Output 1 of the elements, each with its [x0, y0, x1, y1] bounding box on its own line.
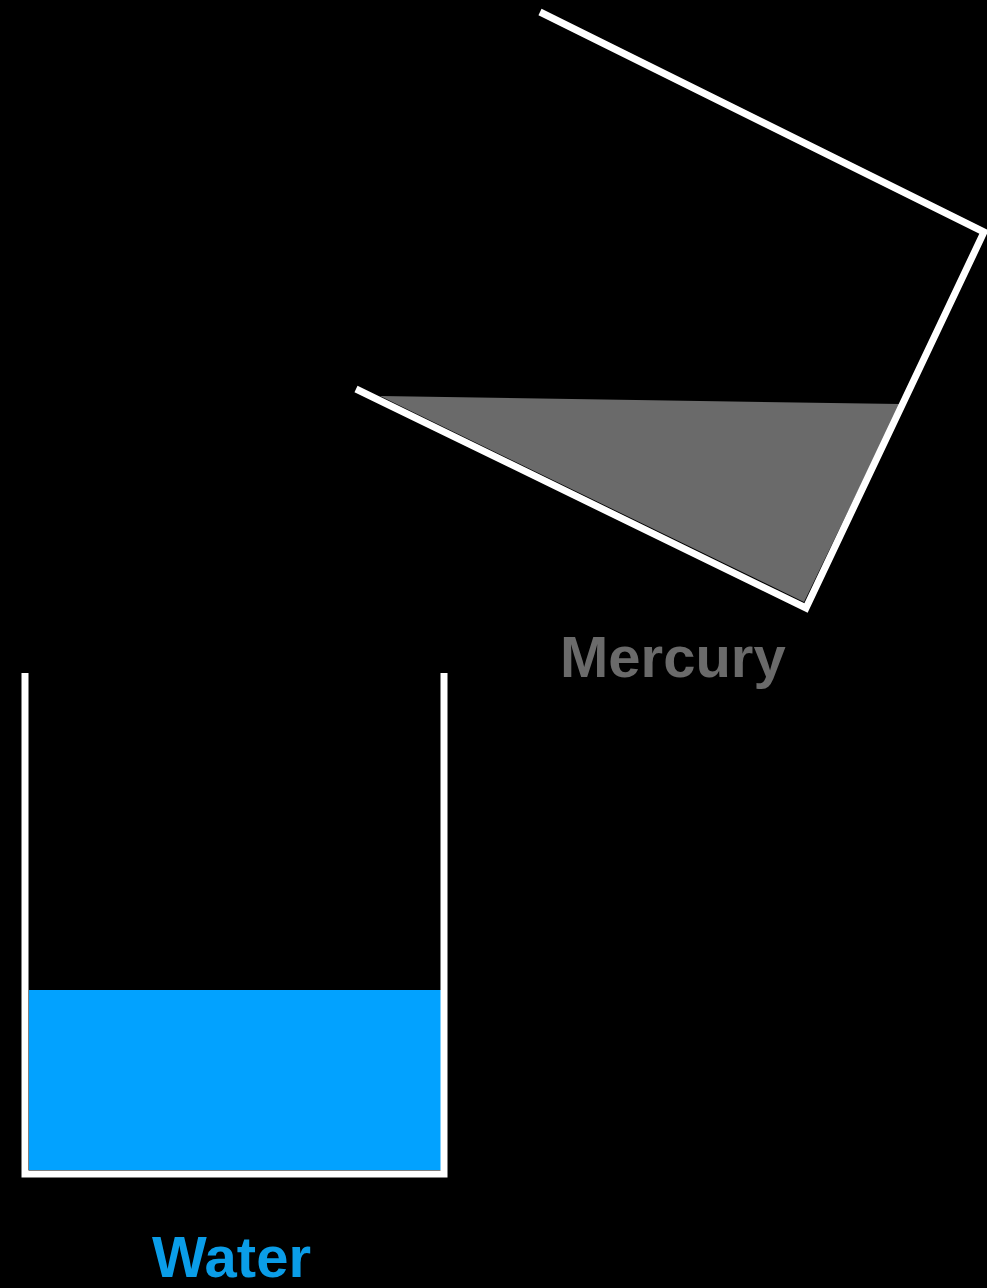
liquid-label: Water: [152, 1228, 311, 1286]
